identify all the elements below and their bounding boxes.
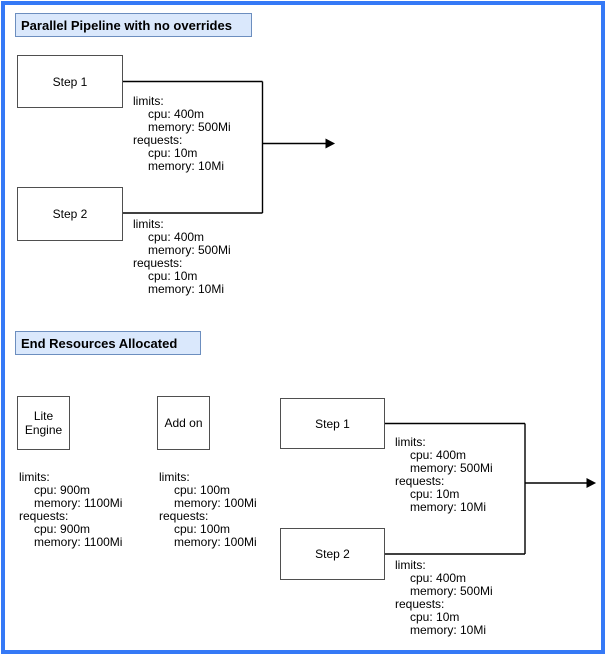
section-header-parallel-pipeline: Parallel Pipeline with no overrides xyxy=(15,13,252,37)
resource-line: cpu: 10m xyxy=(410,609,460,624)
resource-line: memory: 1100Mi xyxy=(34,495,123,510)
node-step1-pipeline: Step 1 xyxy=(17,55,123,108)
resources-step1-end: limits: cpu: 400m memory: 500Mi requests… xyxy=(395,436,493,513)
resource-line: requests: xyxy=(133,132,183,147)
resource-line: memory: 500Mi xyxy=(410,583,493,598)
resource-line: cpu: 10m xyxy=(410,486,460,501)
node-step2-pipeline: Step 2 xyxy=(17,187,123,241)
resource-line: cpu: 400m xyxy=(148,229,205,244)
resource-line: cpu: 400m xyxy=(410,570,467,585)
node-label: Step 1 xyxy=(52,74,88,89)
resource-line: memory: 100Mi xyxy=(174,534,257,549)
section-title: End Resources Allocated xyxy=(21,335,178,351)
resource-line: requests: xyxy=(19,508,69,523)
resource-line: limits: xyxy=(395,558,426,572)
resource-line: limits: xyxy=(133,217,164,231)
resources-lite-engine: limits: cpu: 900m memory: 1100Mi request… xyxy=(19,471,122,548)
resource-line: cpu: 400m xyxy=(148,106,205,121)
resource-line: limits: xyxy=(19,470,50,484)
section-header-end-resources: End Resources Allocated xyxy=(15,331,201,355)
resource-line: limits: xyxy=(159,470,190,484)
resource-line: cpu: 10m xyxy=(148,268,198,283)
node-label: Step 2 xyxy=(315,547,350,561)
node-step2-end: Step 2 xyxy=(280,528,385,580)
node-step1-end: Step 1 xyxy=(280,398,385,449)
resources-step2-end: limits: cpu: 400m memory: 500Mi requests… xyxy=(395,559,493,636)
node-label: Step 2 xyxy=(52,207,88,221)
resource-line: cpu: 100m xyxy=(174,521,231,536)
resource-line: cpu: 900m xyxy=(34,521,91,536)
resources-step2-pipeline: limits: cpu: 400m memory: 500Mi requests… xyxy=(133,218,231,295)
resource-line: requests: xyxy=(133,255,183,270)
node-label: Step 1 xyxy=(315,416,350,431)
resource-line: requests: xyxy=(395,473,445,488)
node-label: Add on xyxy=(164,416,203,430)
arrow-bottom-head xyxy=(586,477,597,489)
node-label: Lite Engine xyxy=(24,408,63,438)
resource-line: requests: xyxy=(395,596,445,611)
section-title: Parallel Pipeline with no overrides xyxy=(21,17,232,33)
resource-line: memory: 1100Mi xyxy=(34,534,123,549)
resource-line: memory: 10Mi xyxy=(410,622,487,637)
resource-line: memory: 10Mi xyxy=(410,499,487,514)
resource-line: limits: xyxy=(133,94,164,108)
resource-line: memory: 10Mi xyxy=(148,281,225,296)
resource-line: cpu: 100m xyxy=(174,482,231,497)
resource-line: cpu: 10m xyxy=(148,145,198,160)
resource-line: memory: 500Mi xyxy=(148,242,231,257)
node-lite-engine: Lite Engine xyxy=(17,396,70,450)
node-add-on: Add on xyxy=(157,396,210,450)
resources-add-on: limits: cpu: 100m memory: 100Mi requests… xyxy=(159,471,257,548)
resource-line: cpu: 400m xyxy=(410,447,467,462)
resource-line: requests: xyxy=(159,508,209,523)
resource-line: cpu: 900m xyxy=(34,482,91,497)
resource-line: limits: xyxy=(395,435,426,449)
resource-line: memory: 500Mi xyxy=(148,119,231,134)
resource-line: memory: 500Mi xyxy=(410,460,493,475)
arrow-top-head xyxy=(325,138,336,149)
resources-step1-pipeline: limits: cpu: 400m memory: 500Mi requests… xyxy=(133,95,231,172)
resource-line: memory: 10Mi xyxy=(148,158,225,173)
resource-line: memory: 100Mi xyxy=(174,495,257,510)
